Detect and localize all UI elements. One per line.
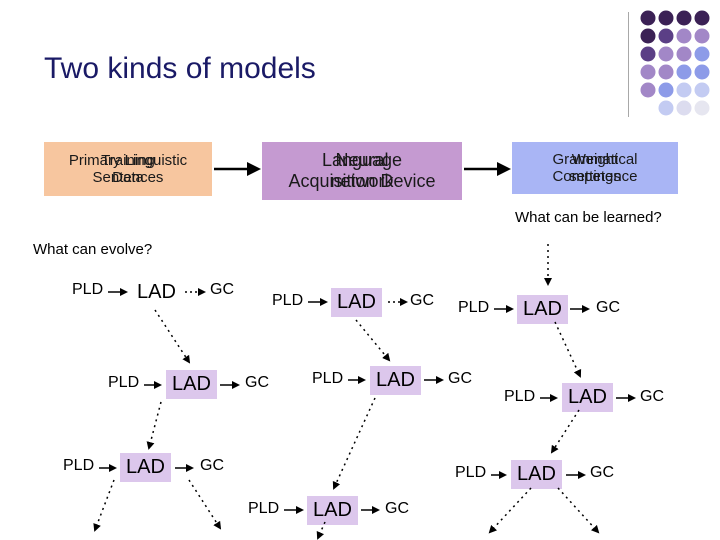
decor-dot xyxy=(694,10,710,26)
triplet-4-lad: LAD xyxy=(331,288,382,317)
divider-line xyxy=(628,12,629,117)
decor-dot xyxy=(676,100,692,116)
pld-box-line-1b: Training xyxy=(101,151,155,169)
triplet-5-pld: PLD xyxy=(312,370,344,387)
evolve-arrow-3 xyxy=(355,319,391,362)
triplet-3-gc: GC xyxy=(200,457,224,474)
gc-box-line-1b: Weight xyxy=(571,150,619,168)
triplet-5-lad: LAD xyxy=(370,366,421,395)
decor-dot xyxy=(658,82,674,98)
pld-box-line-2a: Sentences xyxy=(92,169,164,186)
triplet-8-gc: GC xyxy=(640,388,664,405)
lad-box-line-2a: Acquisition Device xyxy=(288,171,436,191)
triplet-1-pld: PLD xyxy=(72,281,104,298)
triplet-8-pld: PLD xyxy=(504,388,536,405)
evolve-arrow-5 xyxy=(93,479,115,532)
triplet-2-gc: GC xyxy=(245,374,269,391)
decor-dot xyxy=(658,64,674,80)
triplet-1-gc: GC xyxy=(210,281,234,298)
gc-box-line-1a: Grammatical xyxy=(552,150,638,168)
decor-dot xyxy=(676,64,692,80)
pld-box: Primary Linguistic Sentences Training Da… xyxy=(44,142,212,196)
decor-dot xyxy=(694,28,710,44)
triplet-9-pld: PLD xyxy=(455,464,487,481)
triplet-4-pld: PLD xyxy=(272,292,304,309)
decor-dot xyxy=(640,82,656,98)
decor-dot xyxy=(640,64,656,80)
decor-dot xyxy=(658,100,674,116)
lad-box: Language Acquisition Device Neural netwo… xyxy=(262,142,462,200)
lad-box-line-1b: Neural xyxy=(335,150,389,171)
learn-arrow-2 xyxy=(554,321,582,378)
evolve-arrow-1 xyxy=(154,309,191,364)
triplet-6-pld: PLD xyxy=(248,500,280,517)
gc-box: Grammatical Competence Weight settings xyxy=(512,142,678,194)
triplet-5-gc: GC xyxy=(448,370,472,387)
triplet-9-gc: GC xyxy=(590,464,614,481)
pld-box-line-2b: Data xyxy=(112,169,144,186)
gc-box-line-2b: settings xyxy=(569,168,621,185)
triplet-2-pld: PLD xyxy=(108,374,140,391)
decor-dot xyxy=(640,10,656,26)
decor-dot xyxy=(640,46,656,62)
triplet-3-pld: PLD xyxy=(63,457,95,474)
triplet-4-gc: GC xyxy=(410,292,434,309)
triplet-6-gc: GC xyxy=(385,500,409,517)
evolve-arrow-6 xyxy=(188,479,222,530)
learn-arrow-4 xyxy=(488,487,532,534)
triplet-9-lad: LAD xyxy=(511,460,562,489)
decor-dot xyxy=(658,10,674,26)
decor-dot xyxy=(676,46,692,62)
evolve-arrow-4 xyxy=(332,397,376,490)
triplet-6-lad: LAD xyxy=(307,496,358,525)
question-learned: What can be learned? xyxy=(515,209,662,226)
triplet-8-lad: LAD xyxy=(562,383,613,412)
triplet-7-lad: LAD xyxy=(517,295,568,324)
evolve-arrow-7 xyxy=(316,521,326,540)
lad-box-line-1a: Language xyxy=(321,150,403,171)
decor-dot xyxy=(694,82,710,98)
learn-arrow-5 xyxy=(557,487,600,534)
triplet-2-lad: LAD xyxy=(166,370,217,399)
pld-box-line-1a: Primary Linguistic xyxy=(68,151,188,169)
question-evolve: What can evolve? xyxy=(33,241,153,258)
decor-dot xyxy=(676,28,692,44)
gc-box-line-2a: Competence xyxy=(552,168,638,185)
lad-box-line-2b: network xyxy=(330,171,394,191)
decor-dot xyxy=(694,64,710,80)
learn-arrow-3 xyxy=(550,409,580,454)
triplet-3-lad: LAD xyxy=(120,453,171,482)
triplet-7-gc: GC xyxy=(596,299,620,316)
decor-dot xyxy=(676,10,692,26)
decor-dot xyxy=(676,82,692,98)
evolve-arrow-2 xyxy=(146,401,162,450)
decor-dot xyxy=(658,28,674,44)
triplet-7-pld: PLD xyxy=(458,299,490,316)
decor-dot xyxy=(694,100,710,116)
decor-dot xyxy=(640,28,656,44)
decor-dot xyxy=(694,46,710,62)
decor-dot xyxy=(658,46,674,62)
triplet-1-lad: LAD xyxy=(137,281,176,303)
slide-title: Two kinds of models xyxy=(44,52,316,85)
